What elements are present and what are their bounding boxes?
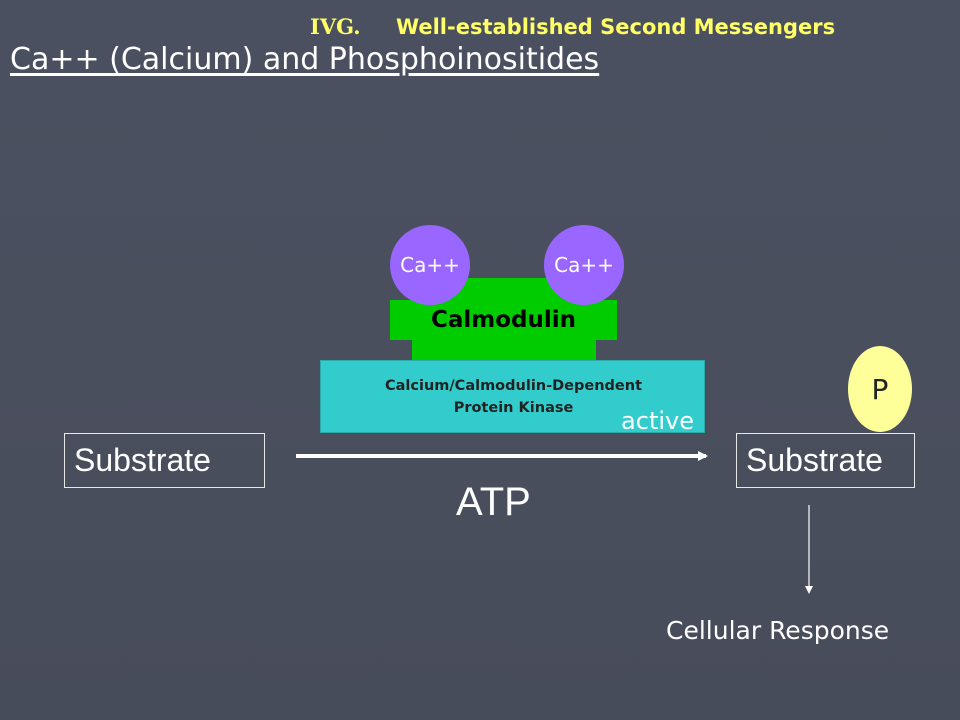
- slide-heading: IVG. Well-established Second Messengers: [310, 14, 930, 44]
- cellular-response-label: Cellular Response: [666, 616, 890, 645]
- calmodulin-label: Calmodulin: [390, 300, 617, 340]
- heading-section-number: IVG.: [310, 14, 361, 39]
- calcium-ion-left: Ca++: [390, 225, 470, 305]
- protein-kinase-box: Calcium/Calmodulin-Dependent Protein Kin…: [320, 360, 705, 435]
- heading-title: Well-established Second Messengers: [395, 15, 836, 39]
- calcium-ion-right: Ca++: [544, 225, 624, 305]
- substrate-box-right: Substrate: [736, 433, 915, 488]
- atp-label: ATP: [456, 480, 531, 524]
- slide-subtitle: Ca++ (Calcium) and Phosphoinositides: [10, 42, 600, 77]
- substrate-box-left: Substrate: [64, 433, 265, 488]
- response-arrow-head: [805, 586, 813, 594]
- kinase-state-label: active: [621, 407, 694, 435]
- protein-kinase-name: Calcium/Calmodulin-Dependent Protein Kin…: [384, 378, 642, 416]
- phosphate-group: P: [848, 346, 912, 432]
